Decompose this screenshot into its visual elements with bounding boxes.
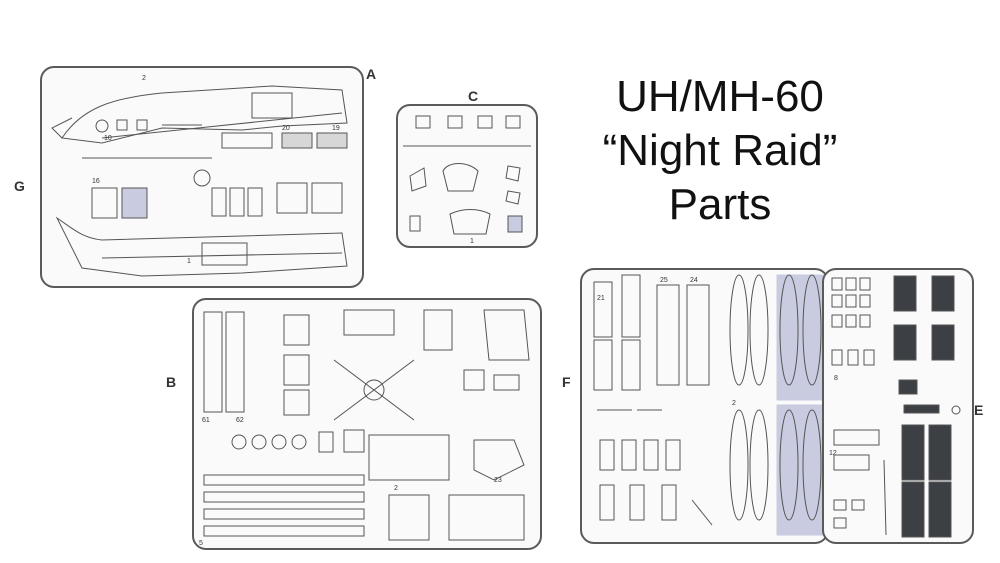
svg-text:62: 62 (236, 417, 244, 424)
svg-text:2: 2 (732, 400, 736, 407)
sprue-b-drawing: 61 62 5 2 23 (199, 309, 530, 547)
svg-text:8: 8 (834, 375, 838, 382)
sprue-c-panel: 1 (396, 104, 538, 248)
svg-text:2: 2 (394, 485, 398, 492)
svg-text:5: 5 (199, 540, 203, 547)
sprue-f-drawing: 21 25 24 2 (593, 274, 825, 536)
title-line-3: Parts (668, 180, 772, 229)
sprue-a-letter: A (366, 66, 377, 82)
page-title: UH/MH-60 “Night Raid” Parts (560, 70, 880, 232)
sprue-a-drawing: 2 10 20 19 16 1 (51, 75, 348, 277)
svg-text:1: 1 (470, 238, 474, 245)
svg-text:12: 12 (829, 450, 837, 457)
svg-text:1: 1 (187, 258, 191, 265)
sprue-e-letter: E (974, 402, 984, 418)
svg-text:61: 61 (202, 417, 210, 424)
svg-text:10: 10 (104, 135, 112, 142)
sprue-g-letter: G (14, 178, 25, 194)
svg-text:25: 25 (660, 277, 668, 284)
sprue-a-panel: 2 10 20 19 16 1 (40, 66, 364, 288)
sprue-f-letter: F (562, 374, 571, 390)
svg-text:2: 2 (142, 75, 146, 82)
svg-text:16: 16 (92, 178, 100, 185)
svg-text:19: 19 (332, 125, 340, 132)
title-line-1: UH/MH-60 (616, 72, 824, 121)
svg-text:24: 24 (690, 277, 698, 284)
title-line-2: “Night Raid” (602, 126, 838, 175)
sprue-f-panel: 21 25 24 2 (580, 268, 829, 544)
svg-text:21: 21 (597, 295, 605, 302)
sprue-b-letter: B (166, 374, 177, 390)
sprue-c-drawing: 1 (403, 115, 531, 245)
sprue-b-panel: 61 62 5 2 23 (192, 298, 542, 550)
sprue-e-panel: 8 12 (822, 268, 974, 544)
svg-text:23: 23 (494, 477, 502, 484)
svg-text:20: 20 (282, 125, 290, 132)
sprue-e-drawing: 8 12 (829, 275, 961, 538)
sprue-c-letter: C (468, 88, 479, 104)
